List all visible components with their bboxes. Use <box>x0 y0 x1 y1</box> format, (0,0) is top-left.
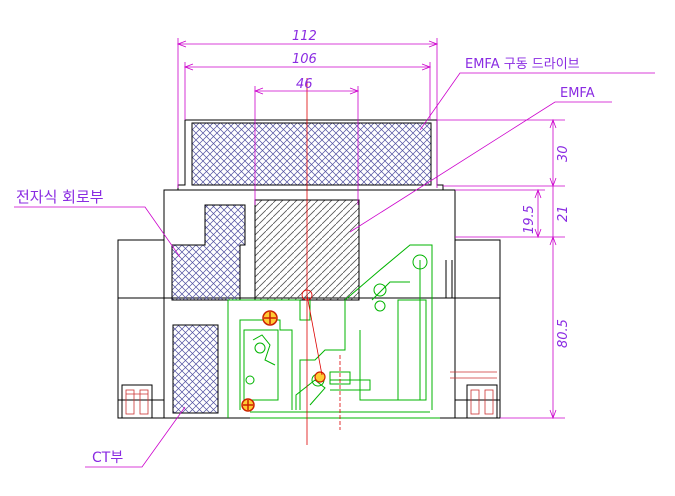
screw-mid <box>314 371 326 383</box>
terminal-right <box>450 371 497 415</box>
ct-block <box>172 324 219 414</box>
screw-bottom <box>241 398 255 412</box>
electronic-circuit-block <box>171 204 246 301</box>
dimension-30: 30 <box>556 145 571 162</box>
label-emfa-drive: EMFA 구동 드라이브 <box>465 57 580 72</box>
leader-lines <box>14 72 655 468</box>
dimension-80-5: 80.5 <box>556 319 571 348</box>
dimension-106: 106 <box>292 52 317 67</box>
terminal-left <box>125 389 149 415</box>
dimension-46: 46 <box>296 77 313 92</box>
emfa-drive-coil <box>191 122 432 186</box>
centerline <box>301 78 341 445</box>
screw-top <box>262 310 278 326</box>
label-emfa: EMFA <box>560 86 595 101</box>
dimension-lines <box>176 38 565 420</box>
dimension-21: 21 <box>556 205 571 222</box>
label-ct: CT부 <box>92 450 123 466</box>
label-electronic-circuit: 전자식 회로부 <box>16 188 104 206</box>
dimension-112: 112 <box>292 29 317 44</box>
breaker-mechanism <box>227 244 440 419</box>
dimension-19-5: 19.5 <box>522 205 537 234</box>
